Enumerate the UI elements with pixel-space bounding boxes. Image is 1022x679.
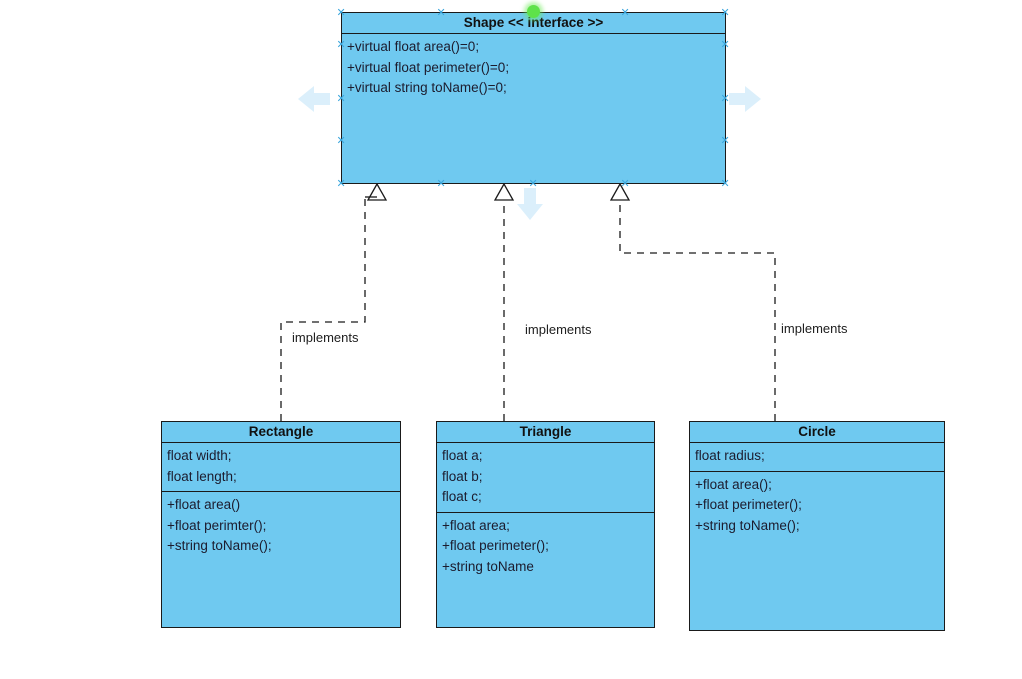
uml-class-triangle[interactable]: Triangle float a; float b; float c; +flo… — [436, 421, 655, 628]
connector-triangle-implements-shape — [493, 182, 515, 421]
uml-member-row: float b; — [442, 468, 483, 484]
resize-handle-e1[interactable]: ✕ — [720, 37, 730, 51]
connector-label-rectangle-implements[interactable]: implements — [292, 330, 359, 345]
uml-class-rectangle[interactable]: Rectangle float width; float length; +fl… — [161, 421, 401, 628]
resize-handle-e[interactable]: ✕ — [720, 91, 730, 105]
resize-handle-sw[interactable]: ✕ — [336, 176, 346, 190]
uml-member-row: +float area(); — [695, 476, 772, 492]
uml-member-row: +string toName — [442, 558, 534, 574]
uml-member-row: +float perimeter(); — [695, 497, 802, 512]
connector-circle-implements-shape — [609, 182, 776, 421]
connector-label-triangle-implements[interactable]: implements — [525, 322, 592, 337]
uml-member-row: +string toName(); — [695, 517, 800, 533]
uml-compartment-rectangle-attributes[interactable]: float width; float length; — [162, 443, 400, 492]
uml-compartment-rectangle-operations[interactable]: +float area() +float perimter(); +string… — [162, 492, 400, 561]
resize-handle-s2[interactable]: ✕ — [620, 176, 630, 190]
uml-class-circle[interactable]: Circle float radius; +float area(); +flo… — [689, 421, 945, 631]
uml-member-row: +float perimter(); — [167, 517, 267, 533]
uml-member-row: +virtual float perimeter()=0; — [347, 59, 510, 75]
uml-compartment-circle-operations[interactable]: +float area(); +float perimeter(); +stri… — [690, 472, 944, 541]
resize-handle-n2[interactable]: ✕ — [620, 5, 630, 19]
connector-rectangle-implements-shape — [280, 182, 388, 421]
resize-handle-se[interactable]: ✕ — [720, 176, 730, 190]
uml-member-row: +float area; — [442, 517, 510, 533]
uml-member-row: +float area() — [167, 497, 241, 512]
resize-handle-nw[interactable]: ✕ — [336, 5, 346, 19]
resize-handle-s[interactable]: ✕ — [528, 176, 538, 190]
resize-handle-w2[interactable]: ✕ — [336, 133, 346, 147]
uml-class-shape[interactable]: Shape << interface >> +virtual float are… — [341, 12, 726, 184]
uml-class-title-triangle: Triangle — [437, 422, 654, 443]
resize-handle-w1[interactable]: ✕ — [336, 37, 346, 51]
uml-compartment-triangle-operations[interactable]: +float area; +float perimeter(); +string… — [437, 513, 654, 582]
uml-member-row: +float perimeter(); — [442, 538, 549, 553]
uml-compartment-circle-attributes[interactable]: float radius; — [690, 443, 944, 472]
uml-compartment-shape-operations[interactable]: +virtual float area()=0; +virtual float … — [342, 34, 725, 103]
connector-label-circle-implements[interactable]: implements — [781, 321, 848, 336]
resize-handle-ne[interactable]: ✕ — [720, 5, 730, 19]
uml-class-title-circle: Circle — [690, 422, 944, 443]
rotate-handle-icon[interactable] — [526, 4, 540, 18]
uml-class-title-rectangle: Rectangle — [162, 422, 400, 443]
resize-handle-s1[interactable]: ✕ — [436, 176, 446, 190]
uml-member-row: +string toName(); — [167, 538, 272, 553]
uml-member-row: float width; — [167, 448, 232, 463]
hint-arrow-right-icon — [729, 86, 761, 112]
resize-handle-e2[interactable]: ✕ — [720, 133, 730, 147]
uml-member-row: float length; — [167, 468, 237, 484]
uml-member-row: +virtual float area()=0; — [347, 39, 480, 54]
uml-member-row: float a; — [442, 448, 483, 463]
hint-arrow-left-icon — [298, 86, 330, 112]
uml-class-title-shape: Shape << interface >> — [342, 13, 725, 34]
uml-member-row: +virtual string toName()=0; — [347, 80, 507, 95]
uml-member-row: float c; — [442, 489, 482, 504]
uml-compartment-triangle-attributes[interactable]: float a; float b; float c; — [437, 443, 654, 513]
resize-handle-w[interactable]: ✕ — [336, 91, 346, 105]
hint-arrow-down-icon — [517, 188, 543, 220]
uml-member-row: float radius; — [695, 448, 765, 463]
resize-handle-n1[interactable]: ✕ — [436, 5, 446, 19]
